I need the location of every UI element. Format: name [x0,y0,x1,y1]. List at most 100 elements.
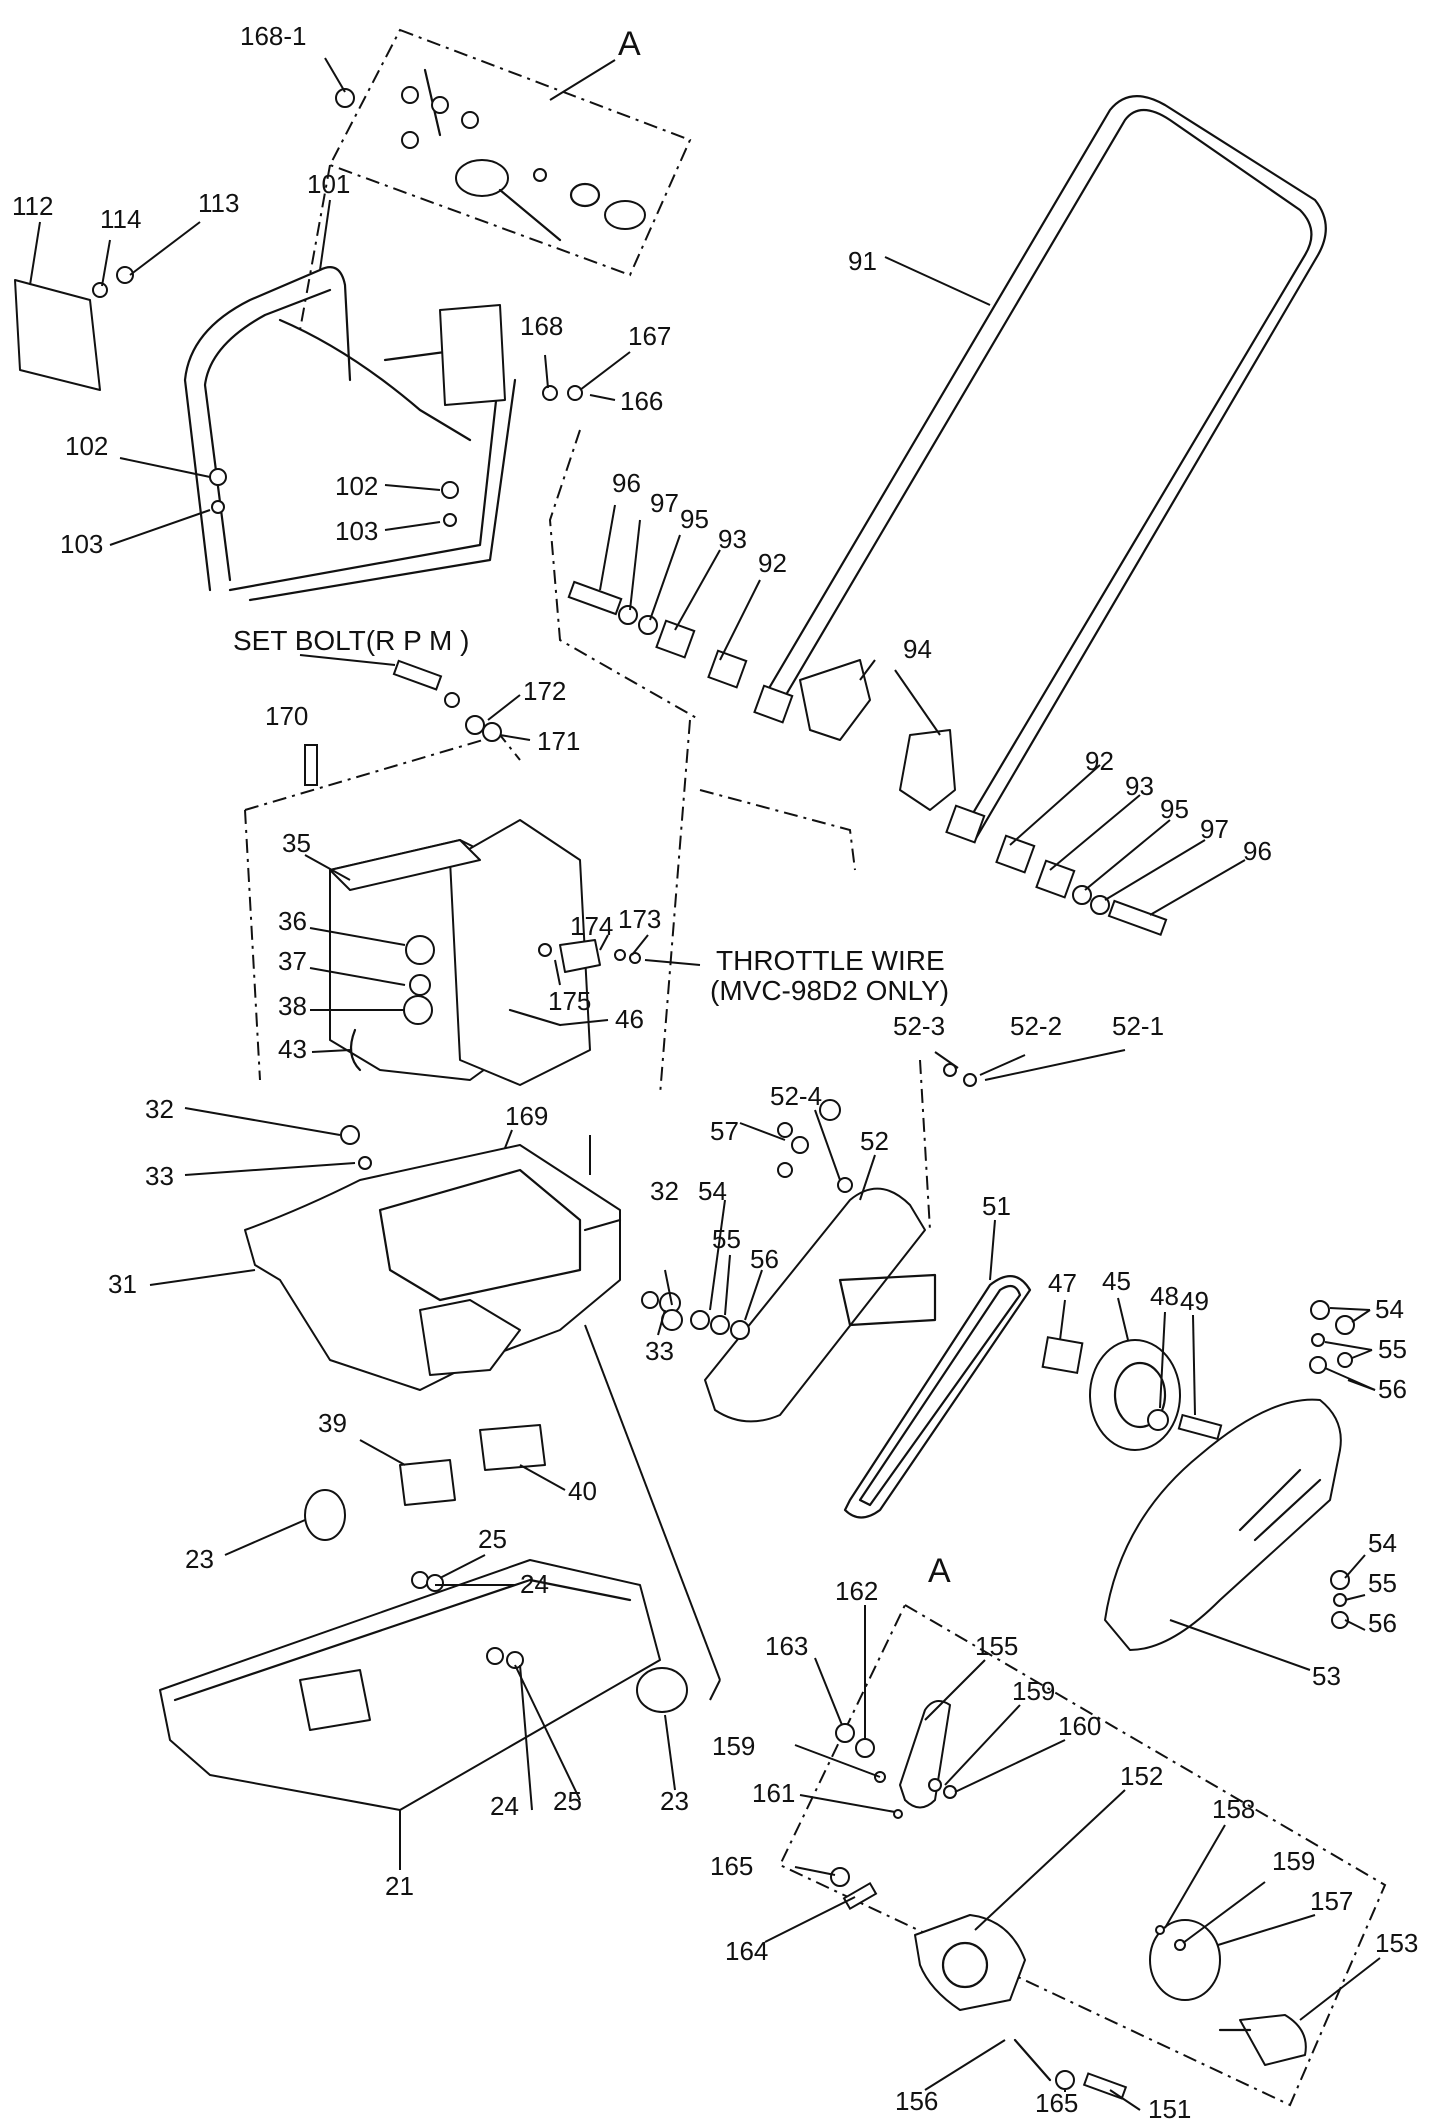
part-label: 157 [1310,1886,1353,1916]
part-label: 56 [1368,1608,1397,1638]
part-label: 55 [1378,1334,1407,1364]
belt-cover-drawing [1104,1300,1355,1651]
part-label: 31 [108,1269,137,1299]
part-label: 103 [335,516,378,546]
part-label: 25 [553,1786,582,1816]
part-label: 94 [903,634,932,664]
part-label: 168-1 [240,21,307,51]
part-label: 54 [1368,1528,1397,1558]
part-label: 43 [278,1034,307,1064]
part-label: 159 [1012,1676,1055,1706]
part-label: 173 [618,904,661,934]
assembly-lines [548,429,931,1701]
part-label: 96 [612,468,641,498]
part-label: 159 [712,1731,755,1761]
part-label: 91 [848,246,877,276]
part-label: 54 [1375,1294,1404,1324]
section-labels: A A [618,25,951,1590]
part-label: 52-1 [1112,1011,1164,1041]
part-label: 159 [1272,1846,1315,1876]
engine-mounts-drawing [399,1424,546,1506]
set-bolt-drawing [299,654,502,786]
part-label: 36 [278,906,307,936]
part-label: 113 [198,188,239,218]
throttle-assembly-drawing [299,28,692,331]
part-label: 165 [1035,2088,1078,2118]
part-label: 49 [1180,1286,1209,1316]
section-label-a-top: A [618,25,641,63]
part-label: 175 [548,986,591,1016]
part-label: 32 [145,1094,174,1124]
part-label: 39 [318,1408,347,1438]
part-label: 55 [1368,1568,1397,1598]
part-label: 166 [620,386,663,416]
throttle-lever-assembly-drawing [778,1603,1387,2107]
part-label: 23 [660,1786,689,1816]
part-label: 38 [278,991,307,1021]
part-label: 114 [100,204,141,234]
engine-drawing [244,719,691,1096]
part-label: 33 [145,1161,174,1191]
part-label: 93 [718,524,747,554]
part-label: 156 [895,2086,938,2116]
part-label: 53 [1312,1661,1341,1691]
part-label: 55 [712,1224,741,1254]
throttle-wire-note: THROTTLE WIRE [716,945,945,976]
part-number-labels: 168-1 112 114 113 101 168 167 166 91 102… [12,21,1418,2122]
part-label: 24 [490,1791,519,1821]
part-label: 33 [645,1336,674,1366]
part-label: 54 [698,1176,727,1206]
part-label: 52-3 [893,1011,945,1041]
part-label: 92 [758,548,787,578]
part-label: 152 [1120,1761,1163,1791]
part-label: 165 [710,1851,753,1881]
part-label: 35 [282,828,311,858]
part-label: 25 [478,1524,507,1554]
part-label: 168 [520,311,563,341]
part-label: 95 [680,504,709,534]
part-label: 162 [835,1576,878,1606]
part-label: 103 [60,529,103,559]
base-frame-drawing [244,1125,683,1391]
base-plate-drawing [159,1489,688,1811]
part-label: 92 [1085,746,1114,776]
leader-lines [29,57,1381,2111]
part-label: 32 [650,1176,679,1206]
part-label: 40 [568,1476,597,1506]
part-label: 97 [1200,814,1229,844]
part-label: 21 [385,1871,414,1901]
part-label: 102 [65,431,108,461]
part-label: 170 [265,701,308,731]
part-label: 151 [1148,2094,1191,2122]
part-label: 161 [752,1778,795,1808]
part-label: 45 [1102,1266,1131,1296]
part-label: 56 [750,1244,779,1274]
part-label: 163 [765,1631,808,1661]
part-label: 101 [307,169,350,199]
part-label: 97 [650,488,679,518]
part-label: 48 [1150,1281,1179,1311]
section-label-a-bottom: A [928,1552,951,1590]
part-label: 155 [975,1631,1018,1661]
part-label: 46 [615,1004,644,1034]
part-label: 167 [628,321,671,351]
part-label: 56 [1378,1374,1407,1404]
belt-drive-drawing [690,1063,1032,1519]
part-label: 153 [1375,1928,1418,1958]
part-label: 164 [725,1936,768,1966]
set-bolt-note: SET BOLT(R P M ) [233,625,469,656]
part-label: 172 [523,676,566,706]
part-label: 171 [537,726,580,756]
guard-frame-drawing [14,266,583,602]
clutch-pulley-drawing [1041,1336,1223,1451]
part-label: 52 [860,1126,889,1156]
part-label: 52-4 [770,1081,822,1111]
part-label: 57 [710,1116,739,1146]
part-label: 23 [185,1544,214,1574]
part-label: 93 [1125,771,1154,801]
part-label: 37 [278,946,307,976]
part-label: 96 [1243,836,1272,866]
part-label: 47 [1048,1268,1077,1298]
part-label: 24 [520,1569,549,1599]
part-label: 95 [1160,794,1189,824]
